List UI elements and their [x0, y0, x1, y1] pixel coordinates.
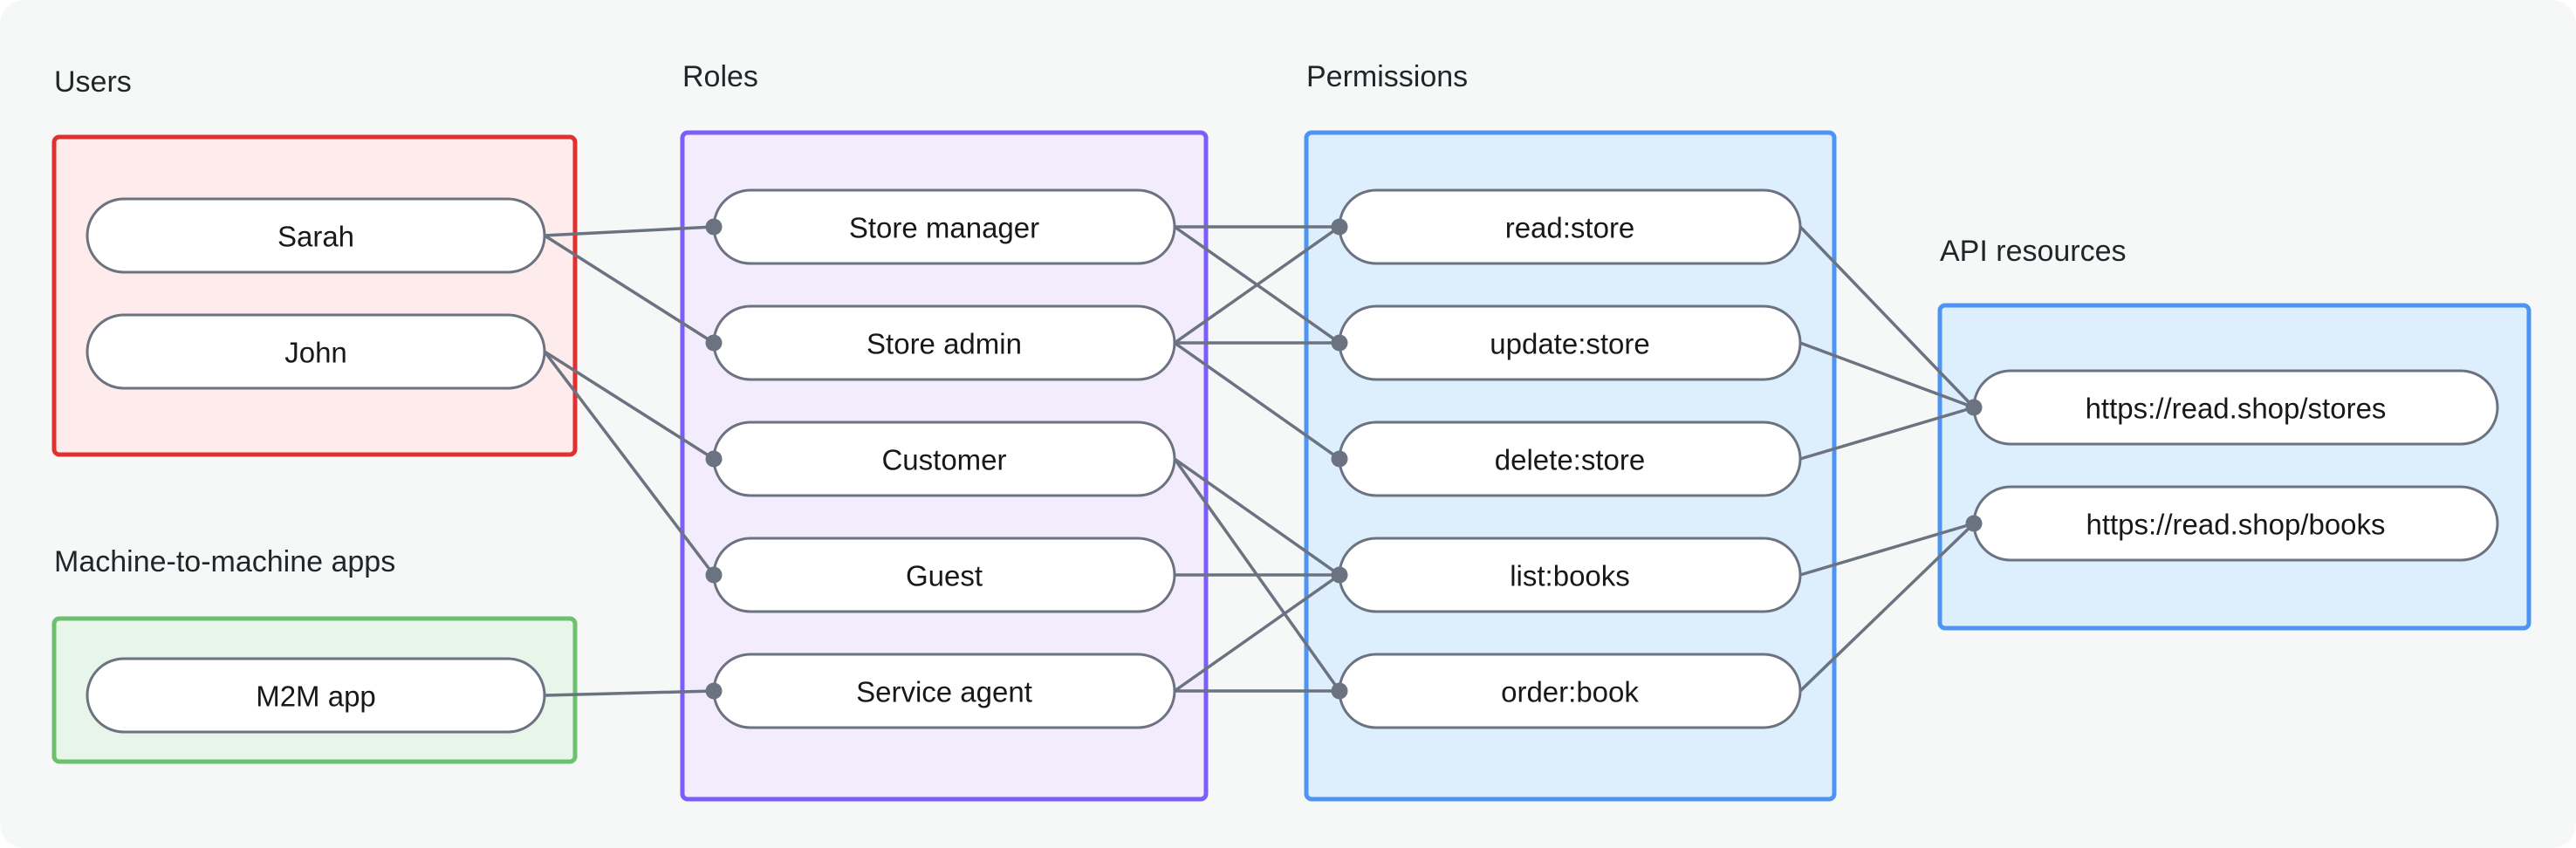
- edge-sarah-to-store-manager: [544, 225, 715, 237]
- node-label-res-stores: https://read.shop/stores: [2086, 393, 2387, 425]
- edge-update-store-to-res-stores: [1799, 341, 1975, 409]
- node-label-read-store: read:store: [1505, 212, 1635, 244]
- edge-read-store-to-res-stores: [1798, 225, 1976, 409]
- connection-edges: [543, 225, 1976, 697]
- node-label-service-agent: Service agent: [856, 676, 1032, 708]
- node-label-m2mapp: M2M app: [256, 680, 376, 713]
- edge-delete-store-to-res-stores: [1799, 406, 1975, 461]
- node-label-sarah: Sarah: [277, 221, 354, 253]
- edge-john-to-guest: [543, 350, 716, 577]
- group-label-users: Users: [54, 65, 132, 99]
- edge-m2mapp-to-service-agent: [544, 689, 715, 697]
- edge-sarah-to-store-admin: [544, 234, 715, 345]
- port-order-book: [1331, 682, 1348, 700]
- port-delete-store: [1331, 450, 1348, 468]
- edge-store-admin-to-read-store: [1173, 225, 1341, 345]
- port-read-store: [1331, 218, 1348, 236]
- edge-service-agent-to-list-books: [1173, 573, 1341, 693]
- group-box-api-resources: [1937, 303, 2531, 631]
- edge-list-books-to-res-books: [1799, 522, 1975, 577]
- group-label-api-resources: API resources: [1940, 235, 2127, 268]
- node-m2mapp[interactable]: [86, 657, 546, 734]
- group-label-permissions: Permissions: [1306, 60, 1468, 93]
- port-list-books: [1331, 566, 1348, 584]
- group-label-roles: Roles: [682, 60, 758, 93]
- node-label-update-store: update:store: [1490, 328, 1649, 360]
- port-update-store: [1331, 334, 1348, 352]
- node-john[interactable]: [86, 313, 546, 390]
- group-box-users: [51, 134, 578, 457]
- node-label-john: John: [284, 337, 347, 369]
- edge-store-admin-to-delete-store: [1173, 341, 1341, 461]
- node-label-guest: Guest: [906, 560, 983, 592]
- port-res-books: [1965, 515, 1983, 532]
- edge-customer-to-list-books: [1173, 457, 1341, 577]
- group-label-m2m: Machine-to-machine apps: [54, 545, 395, 578]
- port-res-stores: [1965, 399, 1983, 416]
- port-store-manager: [705, 218, 723, 236]
- node-label-list-books: list:books: [1510, 560, 1630, 592]
- connection-ports: [705, 218, 1983, 700]
- node-label-order-book: order:book: [1501, 676, 1639, 708]
- port-service-agent: [705, 682, 723, 700]
- node-sarah[interactable]: [86, 197, 546, 274]
- edge-order-book-to-res-books: [1798, 522, 1976, 693]
- port-customer: [705, 450, 723, 468]
- node-label-store-admin: Store admin: [867, 328, 1022, 360]
- node-label-res-books: https://read.shop/books: [2086, 509, 2385, 541]
- port-guest: [705, 566, 723, 584]
- edge-john-to-customer: [544, 350, 715, 461]
- port-store-admin: [705, 334, 723, 352]
- node-label-store-manager: Store manager: [849, 212, 1039, 244]
- node-label-delete-store: delete:store: [1495, 444, 1645, 476]
- node-label-customer: Customer: [881, 444, 1006, 476]
